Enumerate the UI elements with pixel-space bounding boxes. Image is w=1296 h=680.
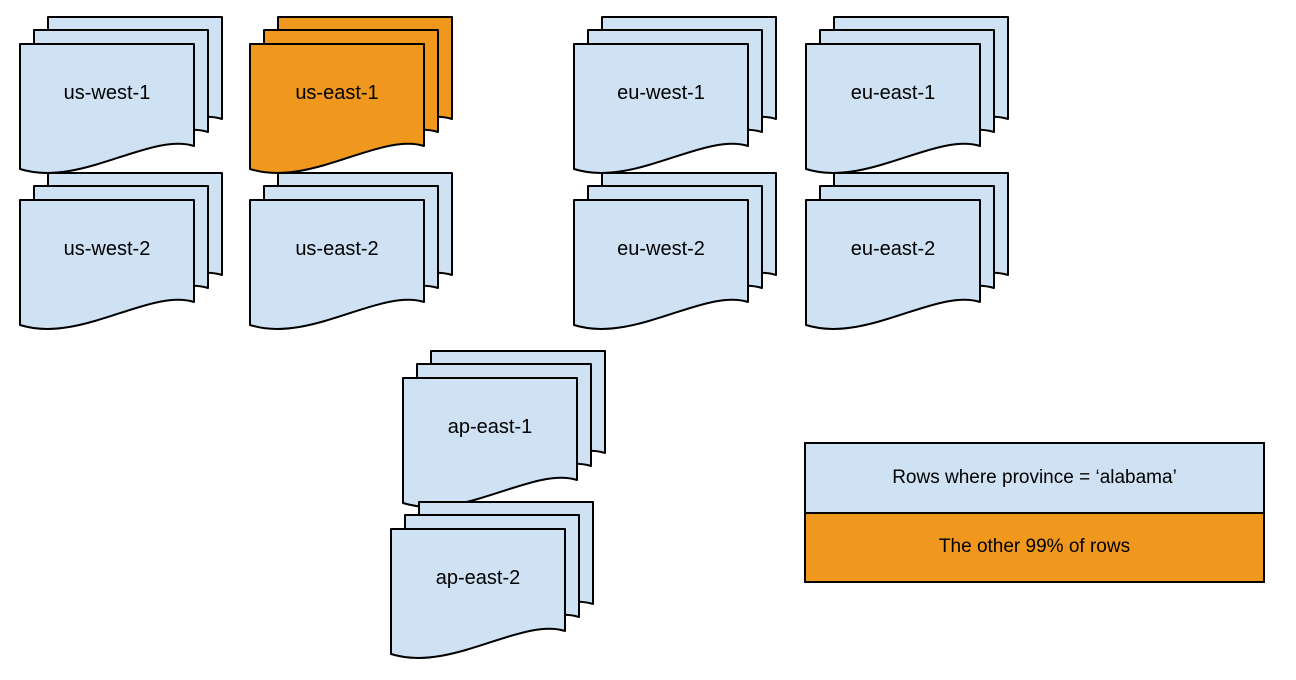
document-page-front — [390, 528, 566, 659]
doc-stack-eu-east-2: eu-east-2 — [805, 172, 1011, 332]
doc-stack-eu-west-2: eu-west-2 — [573, 172, 779, 332]
doc-stack-ap-east-1: ap-east-1 — [402, 350, 608, 510]
doc-stack-us-east-2: us-east-2 — [249, 172, 455, 332]
document-page-front — [249, 199, 425, 330]
doc-stack-ap-east-2: ap-east-2 — [390, 501, 596, 661]
document-page-front — [402, 377, 578, 508]
document-page-front — [805, 199, 981, 330]
document-page-front — [249, 43, 425, 174]
legend-item-label: Rows where province = ‘alabama’ — [892, 466, 1177, 488]
doc-stack-us-west-2: us-west-2 — [19, 172, 225, 332]
doc-stack-eu-west-1: eu-west-1 — [573, 16, 779, 176]
document-page-front — [573, 43, 749, 174]
document-page-front — [19, 43, 195, 174]
legend-item-label: The other 99% of rows — [938, 536, 1131, 558]
legend-item-other-rows: The other 99% of rows — [806, 513, 1263, 581]
legend-item-alabama-rows: Rows where province = ‘alabama’ — [806, 444, 1263, 514]
doc-stack-us-west-1: us-west-1 — [19, 16, 225, 176]
legend-box: Rows where province = ‘alabama’ The other… — [804, 442, 1265, 583]
document-page-front — [19, 199, 195, 330]
doc-stack-eu-east-1: eu-east-1 — [805, 16, 1011, 176]
doc-stack-us-east-1: us-east-1 — [249, 16, 455, 176]
document-page-front — [573, 199, 749, 330]
document-page-front — [805, 43, 981, 174]
